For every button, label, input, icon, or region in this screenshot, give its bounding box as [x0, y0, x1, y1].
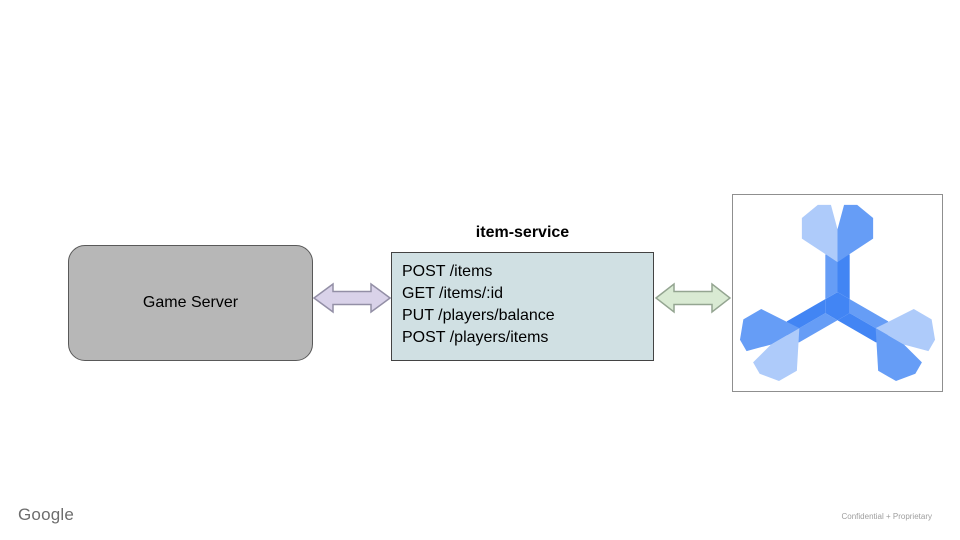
endpoint-line-post-player-items: POST /players/items [402, 329, 549, 346]
google-logo: Google [18, 505, 75, 524]
game-server-box: Game Server [68, 245, 313, 361]
item-service-title: item-service [475, 224, 570, 241]
game-server-label: Game Server [142, 294, 239, 311]
endpoint-line-put-balance: PUT /players/balance [402, 307, 555, 324]
cloud-spanner-icon [738, 204, 937, 383]
bidirectional-arrow-left-icon [313, 282, 391, 314]
bidirectional-arrow-right-icon [655, 282, 731, 314]
endpoint-line-get-item: GET /items/:id [402, 285, 504, 302]
endpoint-line-post-items: POST /items [402, 263, 493, 280]
confidential-note: Confidential + Proprietary [841, 512, 933, 521]
item-service-box: POST /items GET /items/:id PUT /players/… [391, 252, 654, 361]
database-frame [732, 194, 943, 392]
